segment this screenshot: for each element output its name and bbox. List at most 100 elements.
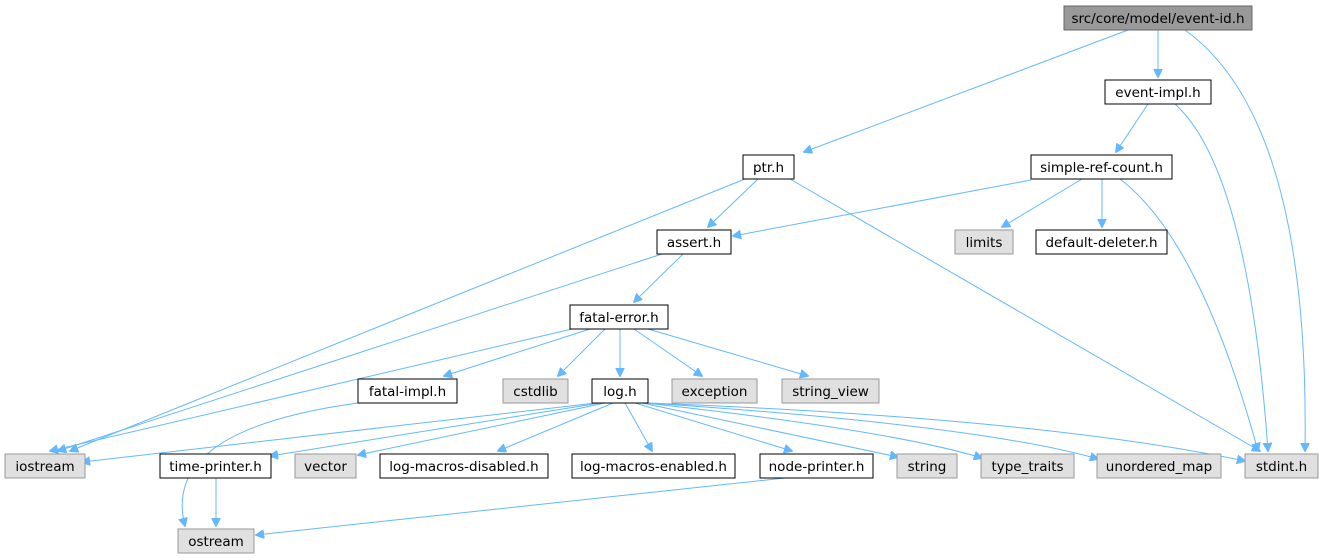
node-label-cstdlib: cstdlib [513, 384, 557, 400]
node-label-assert: assert.h [667, 235, 721, 251]
edge-log-to-time-printer [270, 402, 601, 456]
node-label-string: string [908, 459, 947, 475]
node-label-ostream: ostream [188, 534, 244, 550]
edge-assert-to-fatal-error [634, 253, 684, 302]
node-label-root: src/core/model/event-id.h [1071, 11, 1244, 27]
node-stdint: stdint.h [1244, 453, 1319, 479]
node-label-default-deleter: default-deleter.h [1045, 235, 1157, 251]
node-fatal-error[interactable]: fatal-error.h [569, 304, 669, 330]
node-root: src/core/model/event-id.h [1063, 5, 1253, 31]
edge-fatal-error-to-cstdlib [558, 328, 606, 376]
node-box-limits [954, 229, 1014, 255]
edge-log-to-string [641, 402, 898, 457]
edge-event-impl-to-simple-ref-count [1116, 103, 1149, 152]
node-label-limits: limits [966, 235, 1003, 251]
edge-fatal-error-to-exception [633, 328, 702, 376]
node-box-exception [671, 378, 758, 404]
node-box-fatal-impl [357, 378, 458, 404]
node-box-root [1063, 5, 1253, 31]
edge-simple-ref-count-to-assert [733, 179, 1032, 236]
node-unordered_map: unordered_map [1096, 453, 1222, 479]
node-box-ostream [177, 528, 255, 554]
edge-simple-ref-count-to-limits [1002, 178, 1083, 227]
node-label-node-printer: node-printer.h [769, 459, 865, 475]
node-label-log: log.h [603, 384, 636, 400]
edge-assert-to-iostream [58, 253, 663, 451]
node-ptr[interactable]: ptr.h [742, 154, 795, 180]
node-box-unordered_map [1096, 453, 1222, 479]
node-box-iostream [4, 453, 86, 479]
node-box-node-printer [759, 453, 874, 479]
edges-layer [50, 29, 1305, 535]
node-box-cstdlib [502, 378, 569, 404]
node-limits: limits [954, 229, 1014, 255]
node-box-stdint [1244, 453, 1319, 479]
node-fatal-impl[interactable]: fatal-impl.h [357, 378, 458, 404]
node-box-assert [656, 229, 732, 255]
edge-root-to-ptr [804, 29, 1129, 152]
node-box-log [591, 378, 649, 404]
edge-event-impl-to-stdint [1174, 103, 1268, 451]
node-default-deleter[interactable]: default-deleter.h [1035, 229, 1168, 255]
edge-fatal-error-to-string_view [647, 328, 808, 376]
node-label-exception: exception [682, 384, 748, 400]
node-box-time-printer [159, 453, 272, 479]
node-assert[interactable]: assert.h [656, 229, 732, 255]
node-log-macros-disabled[interactable]: log-macros-disabled.h [379, 453, 549, 479]
edge-node-printer-to-ostream [256, 477, 786, 535]
edge-log-to-log-macros-enabled [624, 402, 652, 451]
node-string_view: string_view [781, 378, 880, 404]
node-label-simple-ref-count: simple-ref-count.h [1040, 160, 1163, 176]
node-box-log-macros-disabled [379, 453, 549, 479]
node-box-fatal-error [569, 304, 669, 330]
edge-ptr-to-stdint [789, 178, 1260, 451]
node-label-log-macros-enabled: log-macros-enabled.h [580, 459, 727, 475]
node-simple-ref-count[interactable]: simple-ref-count.h [1030, 154, 1173, 180]
edge-fatal-error-to-iostream [50, 328, 573, 451]
node-cstdlib: cstdlib [502, 378, 569, 404]
node-type_traits: type_traits [980, 453, 1075, 479]
node-ostream: ostream [177, 528, 255, 554]
node-box-type_traits [980, 453, 1075, 479]
node-label-string_view: string_view [792, 384, 869, 400]
edge-log-to-vector [358, 402, 606, 455]
edge-log-to-iostream [82, 402, 597, 462]
node-box-string [896, 453, 958, 479]
node-label-type_traits: type_traits [991, 459, 1063, 475]
edge-root-to-stdint [1184, 29, 1305, 451]
node-box-event-impl [1104, 79, 1212, 105]
node-label-iostream: iostream [15, 459, 74, 475]
node-log[interactable]: log.h [591, 378, 649, 404]
node-box-string_view [781, 378, 880, 404]
node-vector: vector [294, 453, 357, 479]
node-box-log-macros-enabled [571, 453, 736, 479]
node-label-fatal-error: fatal-error.h [579, 310, 659, 326]
edge-simple-ref-count-to-stdint [1119, 178, 1258, 451]
nodes-layer: src/core/model/event-id.h event-impl.h ptr… [4, 5, 1319, 554]
node-exception: exception [671, 378, 758, 404]
node-string: string [896, 453, 958, 479]
node-label-stdint: stdint.h [1256, 459, 1307, 475]
node-box-ptr [742, 154, 795, 180]
node-node-printer[interactable]: node-printer.h [759, 453, 874, 479]
node-label-time-printer: time-printer.h [169, 459, 262, 475]
edge-log-to-type_traits [644, 402, 982, 458]
node-log-macros-enabled[interactable]: log-macros-enabled.h [571, 453, 736, 479]
edge-log-to-log-macros-disabled [498, 402, 614, 451]
node-event-impl[interactable]: event-impl.h [1104, 79, 1212, 105]
edge-fatal-impl-to-ostream [182, 402, 359, 526]
node-box-default-deleter [1035, 229, 1168, 255]
node-box-vector [294, 453, 357, 479]
node-label-event-impl: event-impl.h [1115, 85, 1200, 101]
edge-log-to-unordered_map [647, 402, 1098, 459]
node-label-unordered_map: unordered_map [1106, 459, 1212, 475]
node-box-simple-ref-count [1030, 154, 1173, 180]
node-label-fatal-impl: fatal-impl.h [369, 384, 446, 400]
node-label-log-macros-disabled: log-macros-disabled.h [389, 459, 538, 475]
node-time-printer[interactable]: time-printer.h [159, 453, 272, 479]
edge-log-to-node-printer [634, 402, 792, 451]
edge-log-to-stdint [647, 402, 1245, 461]
node-label-vector: vector [304, 459, 347, 475]
edge-ptr-to-iostream [70, 178, 746, 451]
